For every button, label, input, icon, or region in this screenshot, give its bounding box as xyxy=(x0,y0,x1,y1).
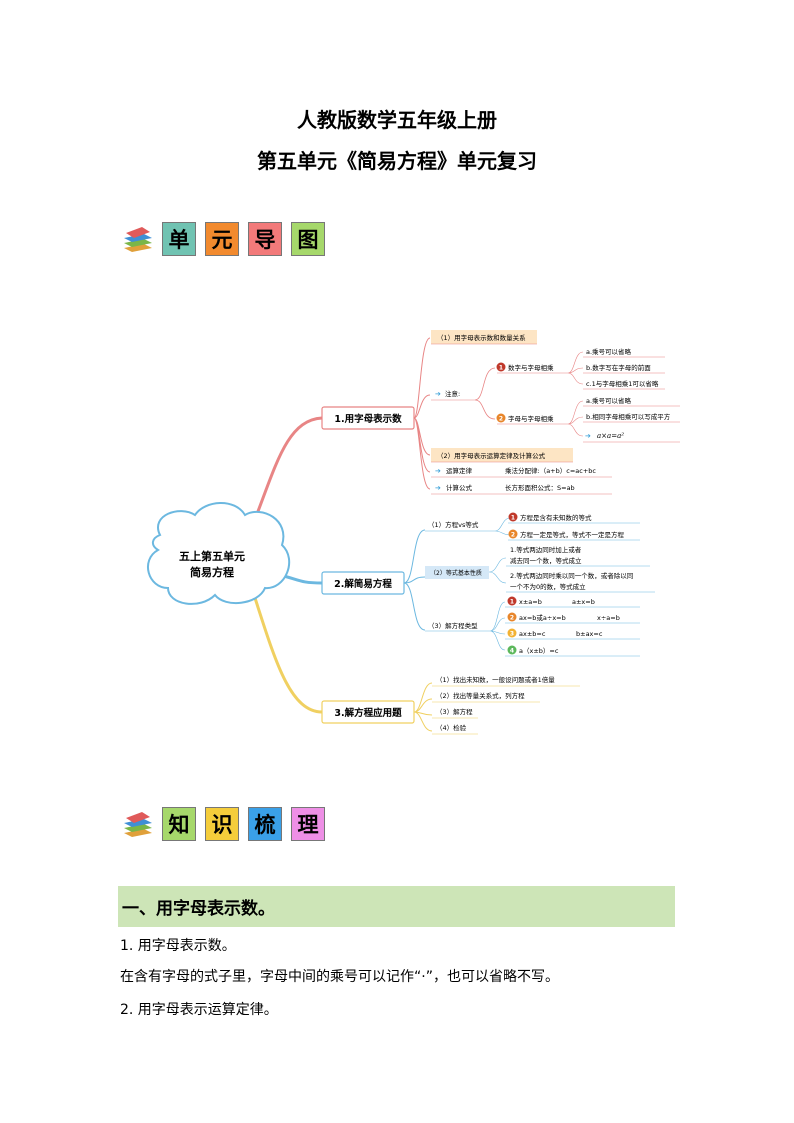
books-icon xyxy=(124,227,152,252)
b2-t3: ax±b=c xyxy=(519,630,546,638)
badge-2-icon xyxy=(507,612,517,622)
b1-ll-formula: a×a=a² xyxy=(597,432,624,440)
b2-t2b: x÷a=b xyxy=(597,614,620,622)
tile-yuan: 元 xyxy=(205,222,239,256)
document-subtitle: 第五单元《简易方程》单元复习 xyxy=(257,149,537,173)
b3-s2: （2）找出等量关系式，列方程 xyxy=(436,691,525,700)
b2-vs1: 方程是含有未知数的等式 xyxy=(520,513,592,522)
badge-4-icon xyxy=(507,645,517,655)
section-heading: 一、用字母表示数。 xyxy=(118,886,675,927)
svg-text:3: 3 xyxy=(510,631,514,638)
badge-1-icon xyxy=(496,362,506,372)
paragraph-1: 1. 用字母表示数。 xyxy=(120,938,236,954)
knowledge-banner: 知 识 梳 理 xyxy=(122,807,334,841)
b3-s1: （1）找出未知数，一般设问题或者1倍量 xyxy=(436,675,555,684)
svg-text:1: 1 xyxy=(510,599,514,606)
b1-law-value: 乘法分配律:（a+b）c=ac+bc xyxy=(505,466,596,475)
b1-note: 注意: xyxy=(445,389,460,398)
b2-prop2b: 一个不为0的数，等式成立 xyxy=(510,582,586,591)
svg-text:2: 2 xyxy=(511,532,515,539)
badge-1-icon xyxy=(508,512,518,522)
b2-t4: a（x±b）=c xyxy=(519,647,559,655)
badge-2-icon xyxy=(508,529,518,539)
arrow-icon: ➔ xyxy=(435,467,441,475)
branch-1-label: 1.用字母表示数 xyxy=(334,413,402,425)
svg-text:4: 4 xyxy=(510,648,514,655)
b1-ll-b: b.相同字母相乘可以写成平方 xyxy=(586,412,671,421)
mind-map: 五上第五单元 简易方程 1.用字母表示数 （1）用字母表示数和数量关系 ➔ 注意… xyxy=(147,330,680,735)
b1-law: 运算定律 xyxy=(446,466,473,475)
b1-letter-letter: 字母与字母相乘 xyxy=(508,414,554,423)
svg-text:1: 1 xyxy=(499,365,503,372)
badge-1-icon xyxy=(507,596,517,606)
arrow-icon: ➔ xyxy=(435,484,441,492)
badge-3-icon xyxy=(507,628,517,638)
tile-zhi: 知 xyxy=(162,807,196,841)
svg-text:1: 1 xyxy=(511,515,515,522)
books-icon xyxy=(124,812,152,837)
branch-2: 2.解简易方程 （1）方程vs等式 1 方程是含有未知数的等式 2 方程一定是等… xyxy=(321,512,655,657)
arrow-icon: ➔ xyxy=(435,390,441,398)
badge-2-icon xyxy=(496,413,506,423)
b1-nl-c: c.1与字母相乘1可以省略 xyxy=(586,379,659,388)
unit-map-banner: 单 元 导 图 xyxy=(122,222,334,256)
b2-t2: ax=b或a÷x=b xyxy=(519,613,566,622)
b1-item2: （2）用字母表示运算定律及计算公式 xyxy=(437,451,546,460)
b2-t1b: a±x=b xyxy=(572,598,595,606)
b1-num-letter: 数字与字母相乘 xyxy=(508,363,554,372)
tile-shi: 识 xyxy=(205,807,239,841)
tile-shu: 梳 xyxy=(248,807,282,841)
tile-dan: 单 xyxy=(162,222,196,256)
b2-t3b: b±ax=c xyxy=(576,630,603,638)
center-line2: 简易方程 xyxy=(190,565,234,579)
center-cloud: 五上第五单元 简易方程 xyxy=(147,502,291,605)
paragraph-2: 在含有字母的式子里，字母中间的乘号可以记作“·”，也可以省略不写。 xyxy=(120,969,559,985)
b3-s4: （4）检验 xyxy=(436,723,467,732)
svg-text:2: 2 xyxy=(499,416,503,423)
b1-formula: 计算公式 xyxy=(446,483,473,492)
document-title: 人教版数学五年级上册 xyxy=(297,108,497,132)
b1-nl-b: b.数字写在字母的前面 xyxy=(586,363,651,372)
paragraph-3: 2. 用字母表示运算定律。 xyxy=(120,1002,278,1018)
b1-nl-a: a.乘号可以省略 xyxy=(586,347,632,356)
b1-item1: （1）用字母表示数和数量关系 xyxy=(437,333,526,342)
b2-prop1b: 减去同一个数，等式成立 xyxy=(510,556,582,565)
tile-li: 理 xyxy=(291,807,325,841)
b2-prop: （2）等式基本性质 xyxy=(430,569,482,577)
svg-text:2: 2 xyxy=(510,615,514,622)
b2-vs2: 方程一定是等式，等式不一定是方程 xyxy=(520,530,625,539)
tile-tu: 图 xyxy=(291,222,325,256)
b1-formula-value: 长方形面积公式：S=ab xyxy=(505,483,575,492)
branch-3: 3.解方程应用题 （1）找出未知数，一般设问题或者1倍量 （2）找出等量关系式，… xyxy=(321,675,580,735)
b3-s3: （3）解方程 xyxy=(436,707,473,716)
branch-2-label: 2.解简易方程 xyxy=(334,578,392,590)
branch-1: 1.用字母表示数 （1）用字母表示数和数量关系 ➔ 注意: 1 数字与字母相乘 … xyxy=(321,330,680,495)
b2-types: （3）解方程类型 xyxy=(428,621,478,630)
b2-t1: x±a=b xyxy=(519,598,542,606)
b2-vs: （1）方程vs等式 xyxy=(428,520,479,529)
b1-ll-a: a.乘号可以省略 xyxy=(586,396,632,405)
tile-dao: 导 xyxy=(248,222,282,256)
arrow-icon: ➔ xyxy=(585,432,591,440)
b2-prop1a: 1.等式两边同时加上或者 xyxy=(510,545,582,554)
center-line1: 五上第五单元 xyxy=(179,549,245,563)
branch-3-label: 3.解方程应用题 xyxy=(334,707,402,719)
b2-prop2a: 2.等式两边同时乘以同一个数，或者除以同 xyxy=(510,571,633,580)
